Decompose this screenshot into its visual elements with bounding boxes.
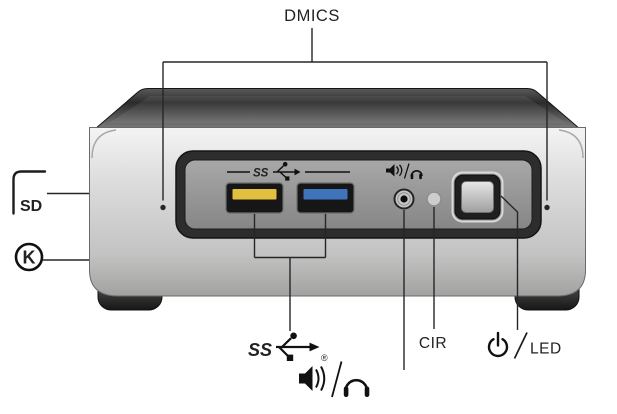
kensington-lock-icon: K xyxy=(14,242,44,272)
mic-hole-left xyxy=(160,204,166,211)
slash-divider-large xyxy=(331,361,343,398)
power-symbol-icon xyxy=(487,331,509,358)
callout-lines xyxy=(43,28,548,370)
speaker-icon-large xyxy=(299,366,326,391)
usb-ss-marking-text: SS xyxy=(253,168,269,180)
headphones-icon-large xyxy=(343,378,370,397)
usb-ss-panel-marking: SS xyxy=(227,161,350,181)
usb-ss-trident-icon xyxy=(273,161,301,181)
usb-port-b-tab xyxy=(303,189,348,200)
power-callout-line xyxy=(500,195,519,330)
usb-port-a xyxy=(225,182,284,214)
slash-divider-power xyxy=(513,332,528,359)
sd-label: SD xyxy=(20,198,42,215)
cir-label: CIR xyxy=(419,335,447,352)
front-corner-crease-right xyxy=(558,129,584,159)
power-button xyxy=(451,171,504,223)
headset-jack xyxy=(393,188,415,210)
usb-port-a-tab xyxy=(232,189,277,200)
sd-card-outline-icon: SD xyxy=(12,170,47,215)
usb-callout-line xyxy=(253,214,327,331)
usb-ss-trident-icon-large xyxy=(276,332,320,361)
speaker-icon xyxy=(386,164,403,177)
led-label: LED xyxy=(530,341,562,358)
dmics-label: DMICS xyxy=(284,7,340,25)
usb-port-b xyxy=(296,182,355,214)
front-corner-crease-left xyxy=(91,129,117,159)
dmics-callout-line xyxy=(162,28,548,201)
power-led-label: LED xyxy=(487,331,562,359)
kensington-label: K xyxy=(23,248,36,268)
cir-window xyxy=(426,191,442,207)
usb-ss-logo-text: SS xyxy=(248,340,272,360)
audio-panel-marking xyxy=(386,163,423,180)
mic-hole-right xyxy=(544,204,550,211)
audio-bottom-label xyxy=(299,361,370,398)
headphones-icon xyxy=(410,170,423,180)
chassis-top-face xyxy=(93,88,582,130)
slash-divider xyxy=(403,163,410,179)
chassis-top-sheen xyxy=(109,96,566,123)
usb-ss-logo: SS ® xyxy=(248,332,328,363)
registered-mark: ® xyxy=(321,353,328,363)
